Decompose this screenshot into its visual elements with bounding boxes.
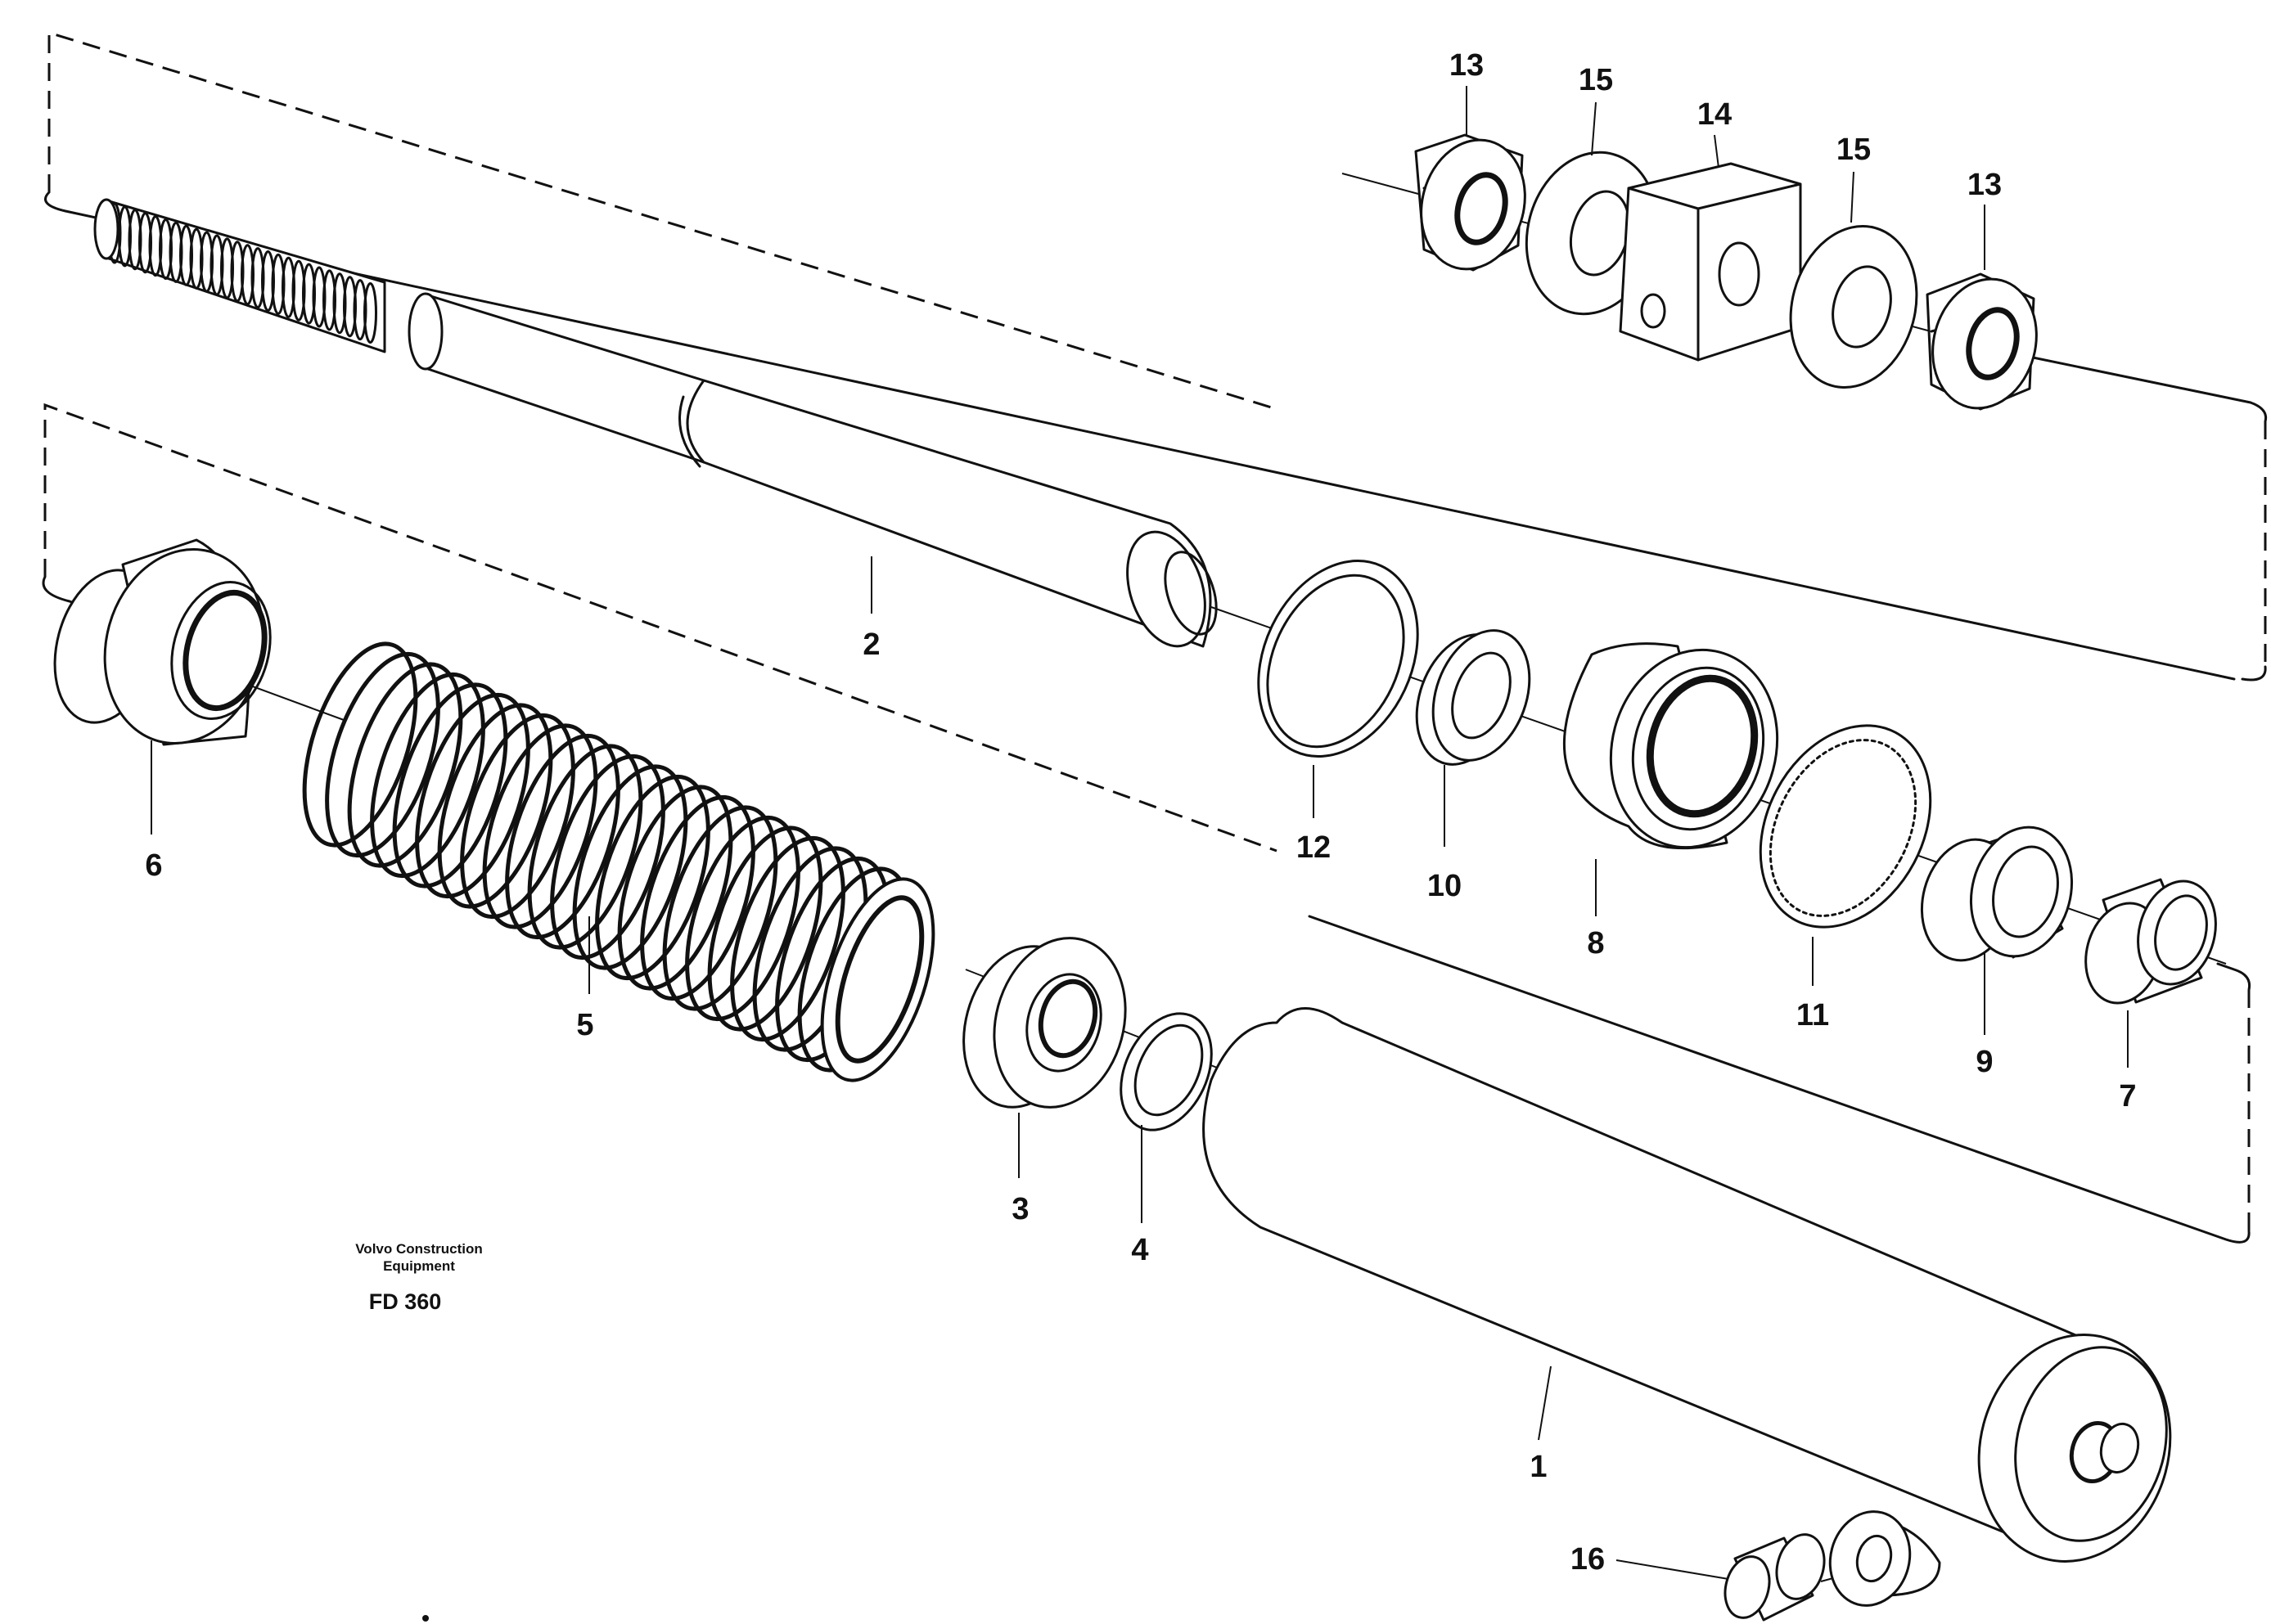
spring-coil xyxy=(527,744,643,950)
spring-coil xyxy=(370,672,485,879)
washer-15-right xyxy=(1789,224,1918,389)
spring-coil xyxy=(482,723,598,929)
callout-15-right: 15 xyxy=(1836,133,1871,167)
callout-5: 5 xyxy=(576,1008,593,1042)
thread-turn xyxy=(363,282,377,344)
ring-4 xyxy=(1120,1012,1213,1131)
brand-line-1: Volvo Construction xyxy=(355,1241,483,1257)
callout-3: 3 xyxy=(1012,1192,1029,1226)
spring-coil xyxy=(685,815,800,1022)
nut-13-left xyxy=(1414,133,1526,272)
piston-rod xyxy=(93,198,1218,648)
end-cap-6 xyxy=(53,538,272,746)
grease-nipple-16 xyxy=(1724,1510,1941,1622)
spring-coil xyxy=(437,703,553,909)
wiper-ring-11 xyxy=(1759,724,1932,929)
callout-11: 11 xyxy=(1796,998,1829,1032)
callout-10: 10 xyxy=(1427,869,1462,903)
callout-6: 6 xyxy=(145,848,162,883)
callout-2: 2 xyxy=(863,628,880,662)
spring-coil xyxy=(640,794,755,1001)
spring-coil xyxy=(617,785,733,991)
spring-coil xyxy=(707,825,823,1032)
spring-coil xyxy=(820,877,935,1082)
callout-14: 14 xyxy=(1697,97,1732,132)
spring-coil xyxy=(392,682,508,888)
cylinder-tube-1 xyxy=(1202,1007,2172,1563)
spring-coil xyxy=(662,805,778,1011)
callout-4: 4 xyxy=(1131,1233,1148,1267)
callout-1: 1 xyxy=(1530,1450,1547,1484)
spring-coil xyxy=(730,835,845,1042)
spring-coil xyxy=(595,774,710,981)
callout-13-right: 13 xyxy=(1967,168,2002,202)
spring-coil xyxy=(302,641,418,848)
spring-coil xyxy=(550,754,665,960)
spring-coil xyxy=(460,713,575,920)
end-fitting-assembly xyxy=(1414,133,2038,411)
callout-13-left: 13 xyxy=(1449,48,1484,83)
seal-ring-12 xyxy=(1257,559,1419,758)
callout-12: 12 xyxy=(1296,830,1331,865)
callout-numbers: 2 6 5 12 10 8 11 9 7 3 4 1 16 13 15 14 1… xyxy=(145,48,2136,1577)
cylinder-head-8 xyxy=(1562,642,1779,850)
lower-group-frame xyxy=(42,403,2251,1244)
spring-coil xyxy=(347,662,463,868)
callout-15-left: 15 xyxy=(1579,63,1613,97)
speck xyxy=(422,1615,429,1622)
callout-16: 16 xyxy=(1570,1542,1605,1577)
leader-lines xyxy=(151,86,2129,1580)
spring-coil xyxy=(505,733,620,940)
spring-coil xyxy=(572,764,688,970)
drawing-footer: Volvo Construction Equipment FD 360 xyxy=(355,1241,483,1314)
bushing-10 xyxy=(1415,629,1531,766)
callout-9: 9 xyxy=(1976,1045,1993,1079)
rod-threads xyxy=(107,202,377,344)
spring-coil xyxy=(325,651,440,858)
callout-7: 7 xyxy=(2119,1079,2136,1113)
sleeve-7 xyxy=(2084,878,2217,1005)
spring-end-opening xyxy=(835,895,925,1064)
spring-coil xyxy=(415,692,530,899)
upper-group-frame xyxy=(44,30,2268,682)
drawing-code: FD 360 xyxy=(369,1289,442,1314)
spring-seat-3 xyxy=(962,937,1127,1109)
callout-8: 8 xyxy=(1587,926,1604,960)
brand-line-2: Equipment xyxy=(383,1258,455,1274)
clevis-block-14 xyxy=(1619,162,1802,362)
nut-13-right xyxy=(1926,272,2038,411)
coil-spring-5 xyxy=(302,641,935,1082)
bushing-9 xyxy=(1920,825,2074,962)
